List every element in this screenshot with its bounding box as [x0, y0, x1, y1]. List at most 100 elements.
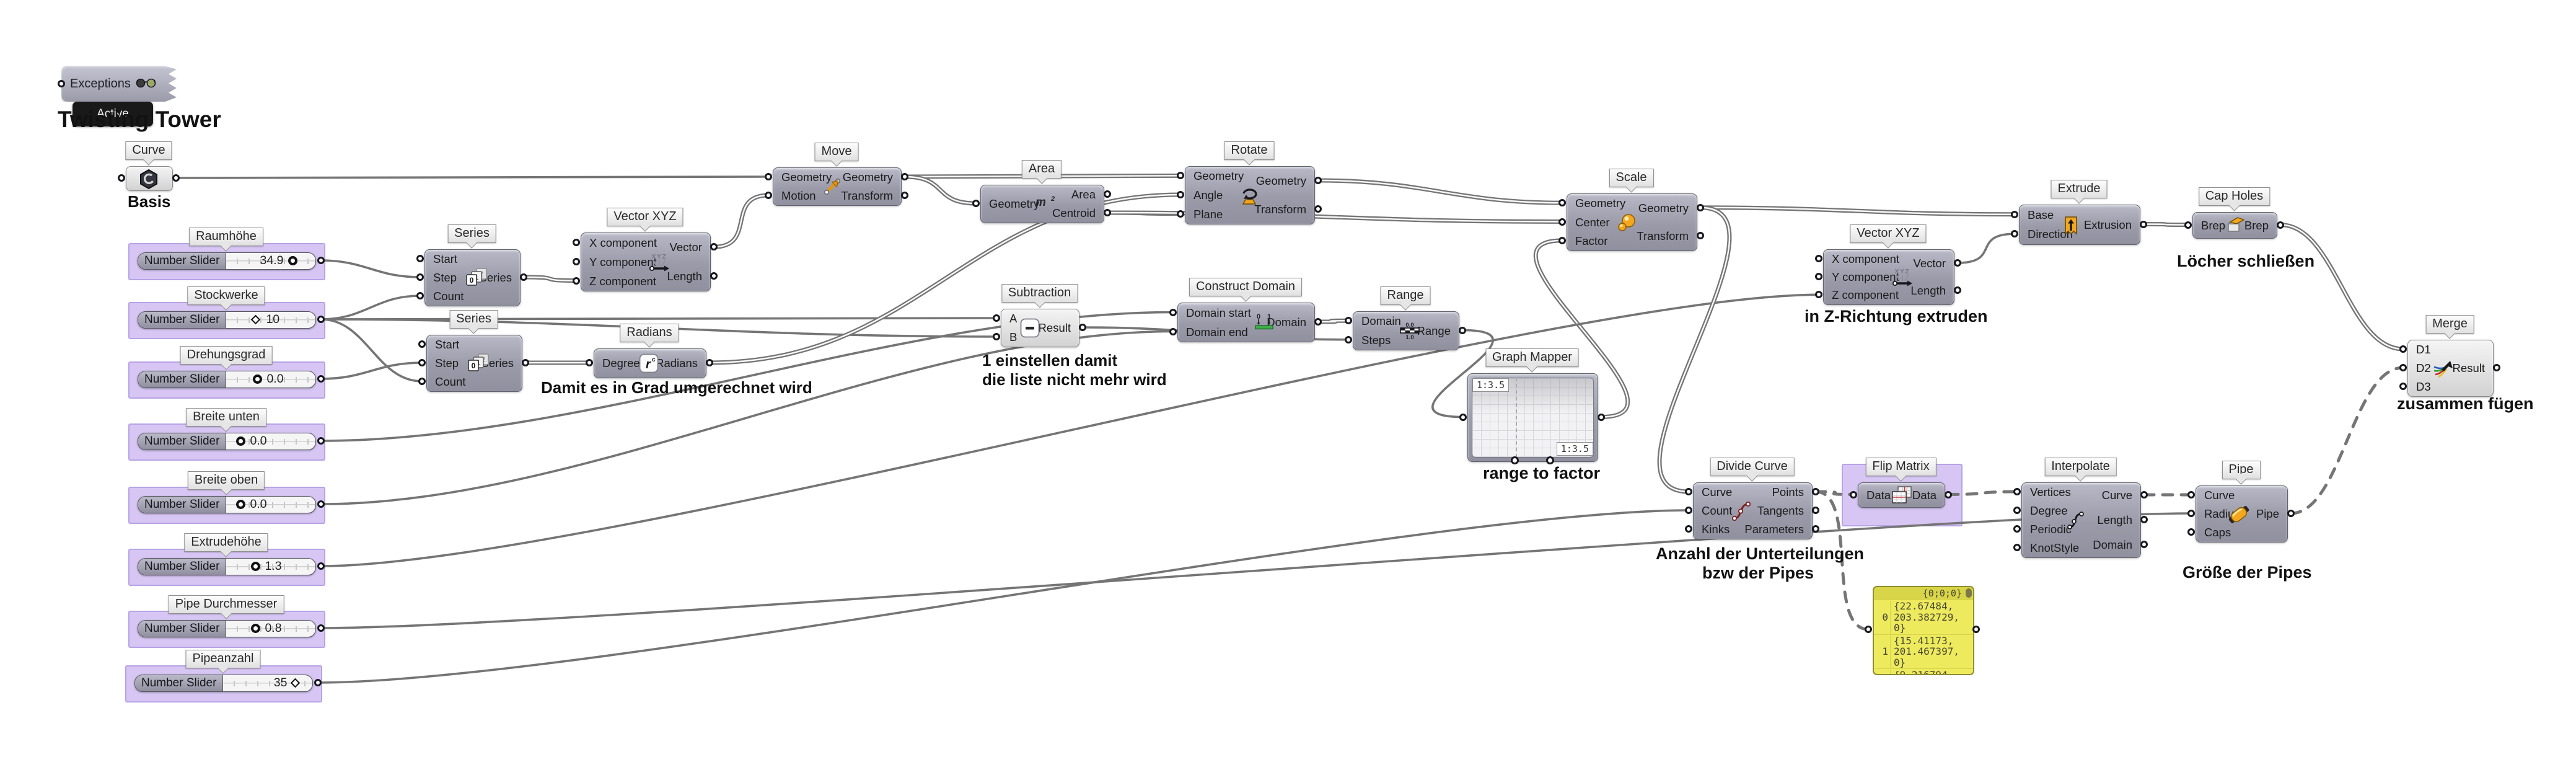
- slider-track[interactable]: 10: [226, 312, 315, 328]
- wire-graphmapper-to-scale[interactable]: [1533, 238, 1630, 419]
- slider-knob[interactable]: [253, 374, 263, 384]
- port-scale-in-center[interactable]: [1558, 218, 1566, 226]
- slider-knob[interactable]: [236, 500, 246, 509]
- wire-move-to-area[interactable]: [904, 174, 977, 206]
- port-exceptions-in[interactable]: [58, 80, 65, 87]
- port-extrude-in-base[interactable]: [2011, 210, 2018, 218]
- wire-area-to-scale[interactable]: [1107, 210, 1563, 224]
- port-merge-in-d2[interactable]: [2399, 364, 2407, 371]
- port-series2-in-step[interactable]: [418, 359, 426, 366]
- wire-range-to-graphmapper[interactable]: [1431, 329, 1494, 419]
- port-vecxyz_l-out-vector[interactable]: [710, 243, 718, 251]
- node-series1[interactable]: StartStepCountSeries210: [424, 249, 521, 306]
- wire-basis-to-move[interactable]: [175, 175, 769, 179]
- wire-construct_domain-to-range[interactable]: [1317, 318, 1349, 324]
- wire-vecxyz_l-to-move[interactable]: [713, 193, 769, 249]
- port-construct_domain-in-domain-start[interactable]: [1169, 308, 1177, 316]
- wire-vecxyz_r-to-extrude[interactable]: [1957, 233, 2015, 264]
- exceptions-body[interactable]: Exceptions: [61, 66, 177, 102]
- port-subtraction-in-b[interactable]: [993, 333, 1000, 340]
- node-basis[interactable]: [126, 166, 173, 191]
- port-extrude-in-direction[interactable]: [2011, 230, 2018, 238]
- port-interpolate-out-domain[interactable]: [2140, 541, 2148, 548]
- wire-extrudehoehe-to-vecxyz_r[interactable]: [320, 293, 1819, 567]
- port-interpolate-out-length[interactable]: [2140, 516, 2148, 523]
- slider-track[interactable]: 0.8: [226, 621, 315, 637]
- slider-knob[interactable]: [251, 562, 261, 571]
- port-flip-out-data[interactable]: [1945, 490, 1952, 498]
- port-scale-out-transform[interactable]: [1697, 232, 1704, 240]
- port-pipeanzahl-out-value[interactable]: [314, 679, 322, 686]
- port-subtraction-out-result[interactable]: [1079, 324, 1086, 331]
- slider-track[interactable]: 0.0: [226, 371, 315, 388]
- port-basis-out-out[interactable]: [172, 174, 180, 182]
- port-extrudehoehe-out-value[interactable]: [317, 562, 325, 570]
- port-series2-in-count[interactable]: [418, 378, 426, 385]
- port-interpolate-in-periodic[interactable]: [2013, 525, 2021, 533]
- slider-track[interactable]: 0.0: [226, 433, 315, 450]
- port-pipe-in-radius[interactable]: [2187, 510, 2195, 517]
- wire-divide-to-flip[interactable]: [1814, 490, 1855, 496]
- port-divide-out-points[interactable]: [1812, 488, 1819, 495]
- port-flip-in-data[interactable]: [1850, 490, 1857, 498]
- port-extrude-out-extrusion[interactable]: [2140, 220, 2147, 228]
- port-vecxyz_r-in-z-component[interactable]: [1815, 291, 1822, 299]
- port-interpolate-in-degree[interactable]: [2013, 507, 2021, 514]
- wire-stockwerke-to-series2[interactable]: [320, 318, 423, 383]
- port-divide-out-parameters[interactable]: [1812, 525, 1819, 533]
- port-vecxyz_l-out-length[interactable]: [710, 272, 718, 280]
- port-scale-out-geometry[interactable]: [1697, 203, 1704, 211]
- port-move-out-transform[interactable]: [901, 192, 908, 199]
- port-series2-out-series[interactable]: [522, 359, 529, 366]
- port-vecxyz_l-in-y-component[interactable]: [573, 257, 580, 265]
- port-pipe-in-curve[interactable]: [2187, 491, 2195, 498]
- wire-extrude-to-cap_holes[interactable]: [2143, 222, 2189, 227]
- slider-knob[interactable]: [291, 678, 301, 688]
- slider-track[interactable]: 35: [223, 675, 312, 691]
- port-construct_domain-out-domain[interactable]: [1314, 318, 1322, 326]
- port-series1-in-start[interactable]: [416, 255, 424, 262]
- port-construct_domain-in-domain-end[interactable]: [1169, 327, 1177, 335]
- port-breite_unten-out-value[interactable]: [317, 437, 325, 445]
- graph-mapper-handle[interactable]: [1545, 456, 1554, 464]
- port-graphmapper-out-out[interactable]: [1598, 413, 1605, 421]
- panel-scrollbar[interactable]: [1966, 588, 1972, 598]
- port-move-in-motion[interactable]: [765, 192, 772, 199]
- wire-scale-to-divide[interactable]: [1657, 205, 1732, 494]
- port-vecxyz_r-in-y-component[interactable]: [1815, 273, 1822, 280]
- wire-rotate-to-scale[interactable]: [1317, 178, 1563, 205]
- wire-pipe-to-merge[interactable]: [2289, 366, 2405, 515]
- port-drehungsgrad-out-value[interactable]: [317, 375, 325, 383]
- port-vecxyz_r-out-length[interactable]: [1954, 286, 1961, 294]
- port-merge-in-d3[interactable]: [2399, 383, 2407, 390]
- port-rotate-in-angle[interactable]: [1177, 191, 1184, 198]
- port-radians-in-degrees[interactable]: [586, 359, 593, 366]
- wire-flip-to-interpolate[interactable]: [1946, 490, 2019, 496]
- wire-drehungsgrad-to-series2[interactable]: [320, 361, 423, 380]
- port-rotate-in-plane[interactable]: [1177, 210, 1184, 218]
- port-panel-in-in[interactable]: [1865, 626, 1872, 633]
- port-vecxyz_l-in-x-component[interactable]: [573, 238, 580, 246]
- wire-series1-to-vecxyz_l[interactable]: [523, 275, 577, 283]
- wire-pipeanzahl-to-divide[interactable]: [317, 509, 1689, 684]
- port-interpolate-in-knotstyle[interactable]: [2013, 544, 2021, 551]
- wire-stockwerke-to-series1[interactable]: [320, 295, 421, 321]
